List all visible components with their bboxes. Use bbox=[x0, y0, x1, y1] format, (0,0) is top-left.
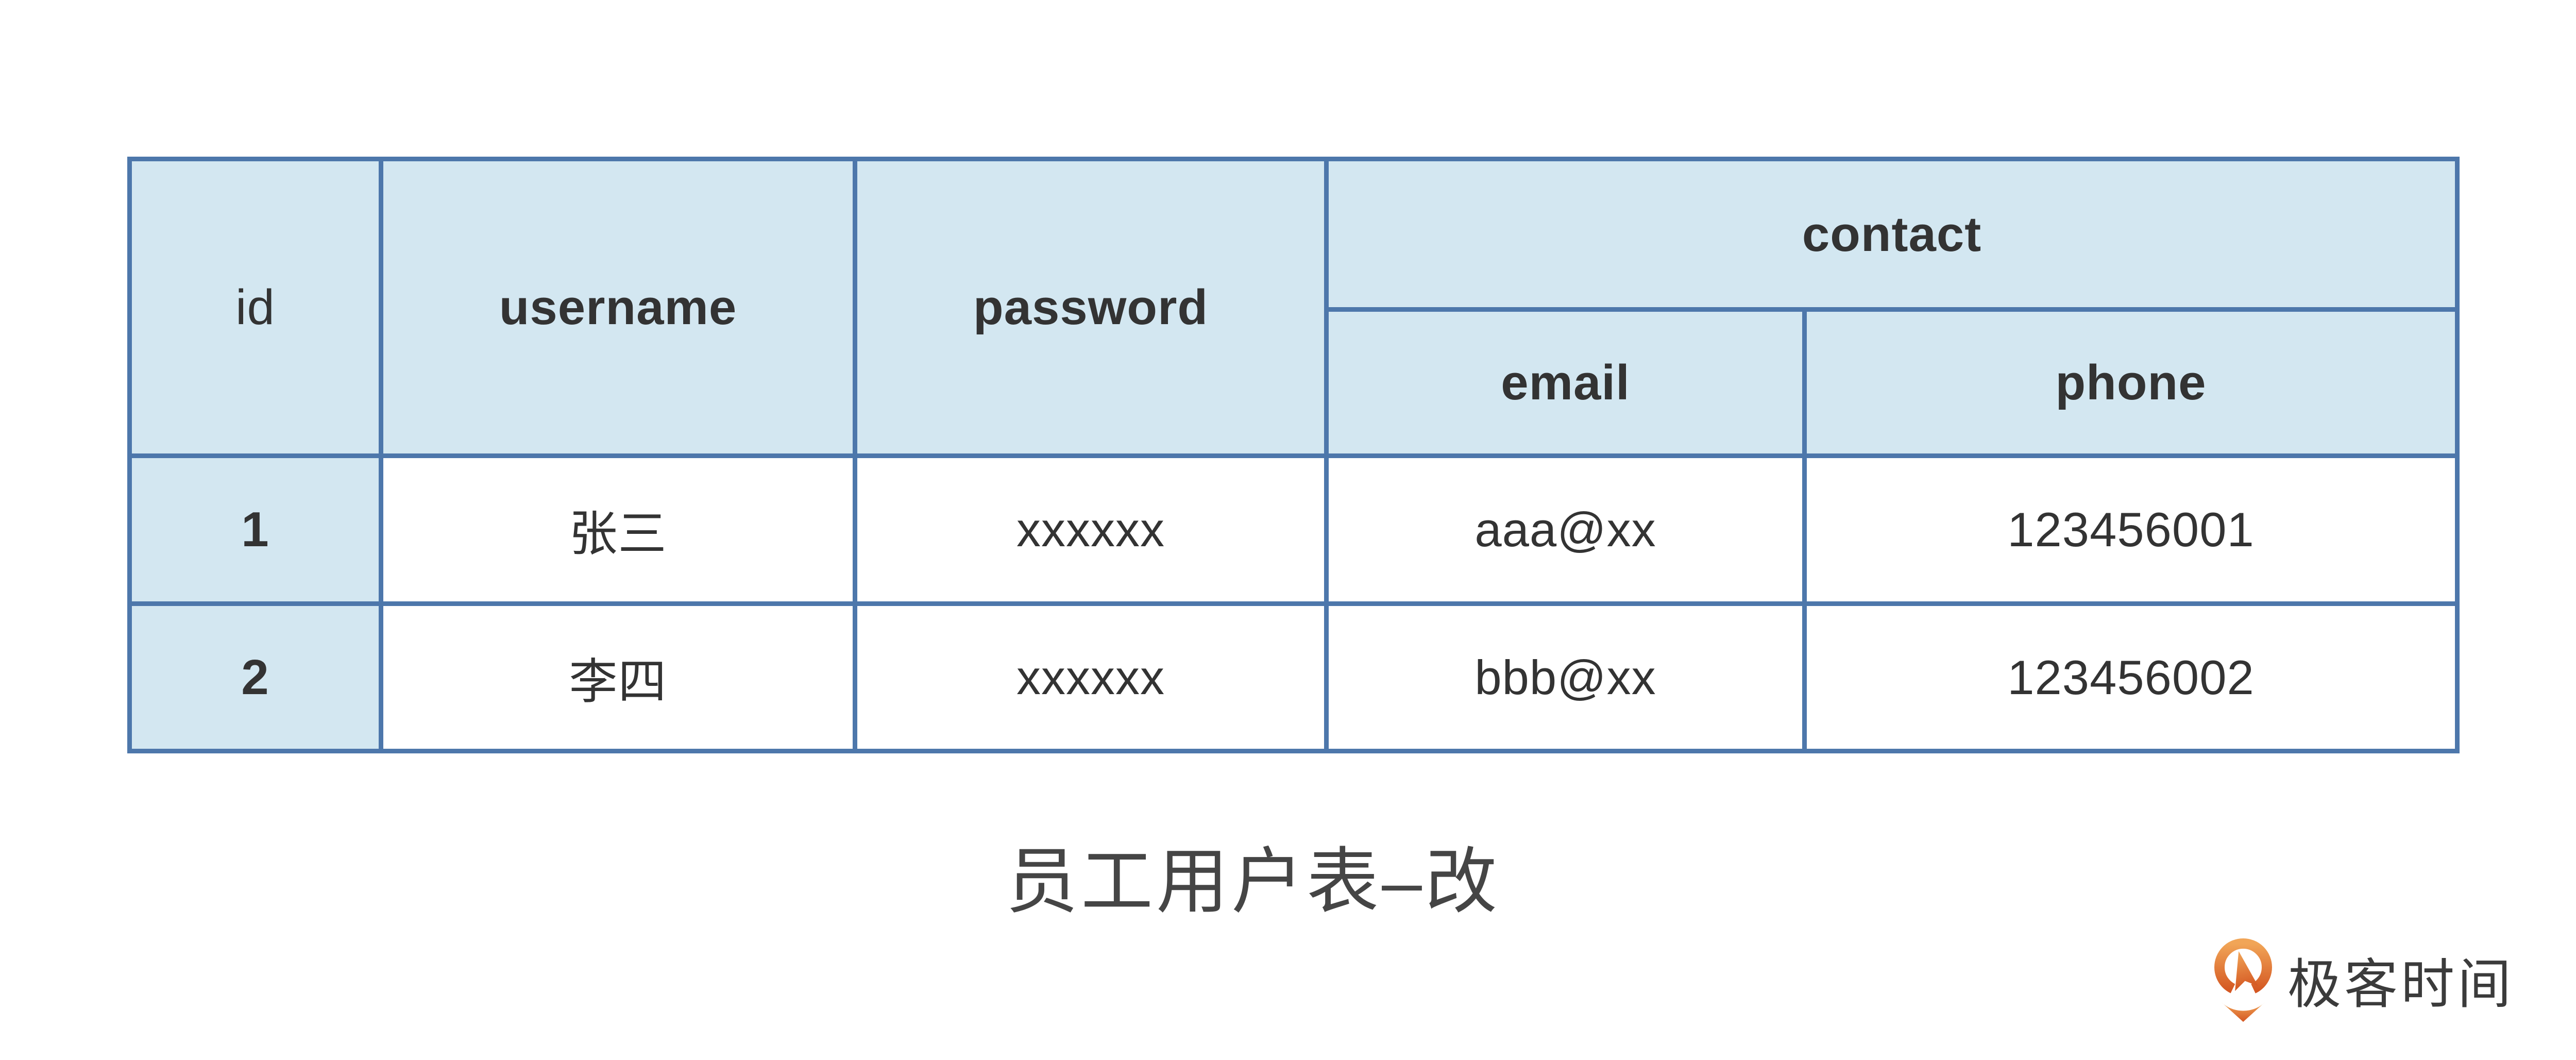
header-username: username bbox=[379, 157, 857, 458]
geektime-swirl-pin-icon bbox=[2214, 938, 2272, 1022]
header-email: email bbox=[1324, 307, 1807, 458]
header-row-sub: email phone bbox=[130, 307, 2460, 458]
table-row: 2 李四 xxxxxx bbb@xx 123456002 bbox=[127, 601, 2460, 753]
header-phone: phone bbox=[1802, 307, 2460, 458]
cell-phone: 123456001 bbox=[1802, 453, 2460, 606]
header-row-top: id username password contact bbox=[127, 157, 2460, 458]
cell-email: aaa@xx bbox=[1324, 453, 1807, 606]
header-contact: contact bbox=[1324, 157, 2460, 312]
cell-password: xxxxxx bbox=[853, 453, 1329, 606]
header-password: password bbox=[853, 157, 1329, 458]
cell-username: 张三 bbox=[379, 453, 857, 606]
cell-id: 2 bbox=[127, 601, 383, 753]
table-row: 1 张三 xxxxxx aaa@xx 123456001 bbox=[127, 453, 2460, 606]
geektime-logo: 极客时间 bbox=[2214, 934, 2514, 1024]
employee-user-table: id username password contact email phone… bbox=[127, 157, 2460, 753]
cell-email: bbb@xx bbox=[1324, 601, 1807, 753]
cell-username: 李四 bbox=[379, 601, 857, 753]
table-caption: 员工用户表–改 bbox=[1006, 841, 1500, 922]
header-id: id bbox=[127, 157, 383, 458]
cell-id: 1 bbox=[127, 453, 383, 606]
geektime-logo-text: 极客时间 bbox=[2287, 954, 2515, 1015]
cell-password: xxxxxx bbox=[853, 601, 1329, 753]
cell-phone: 123456002 bbox=[1802, 601, 2460, 753]
